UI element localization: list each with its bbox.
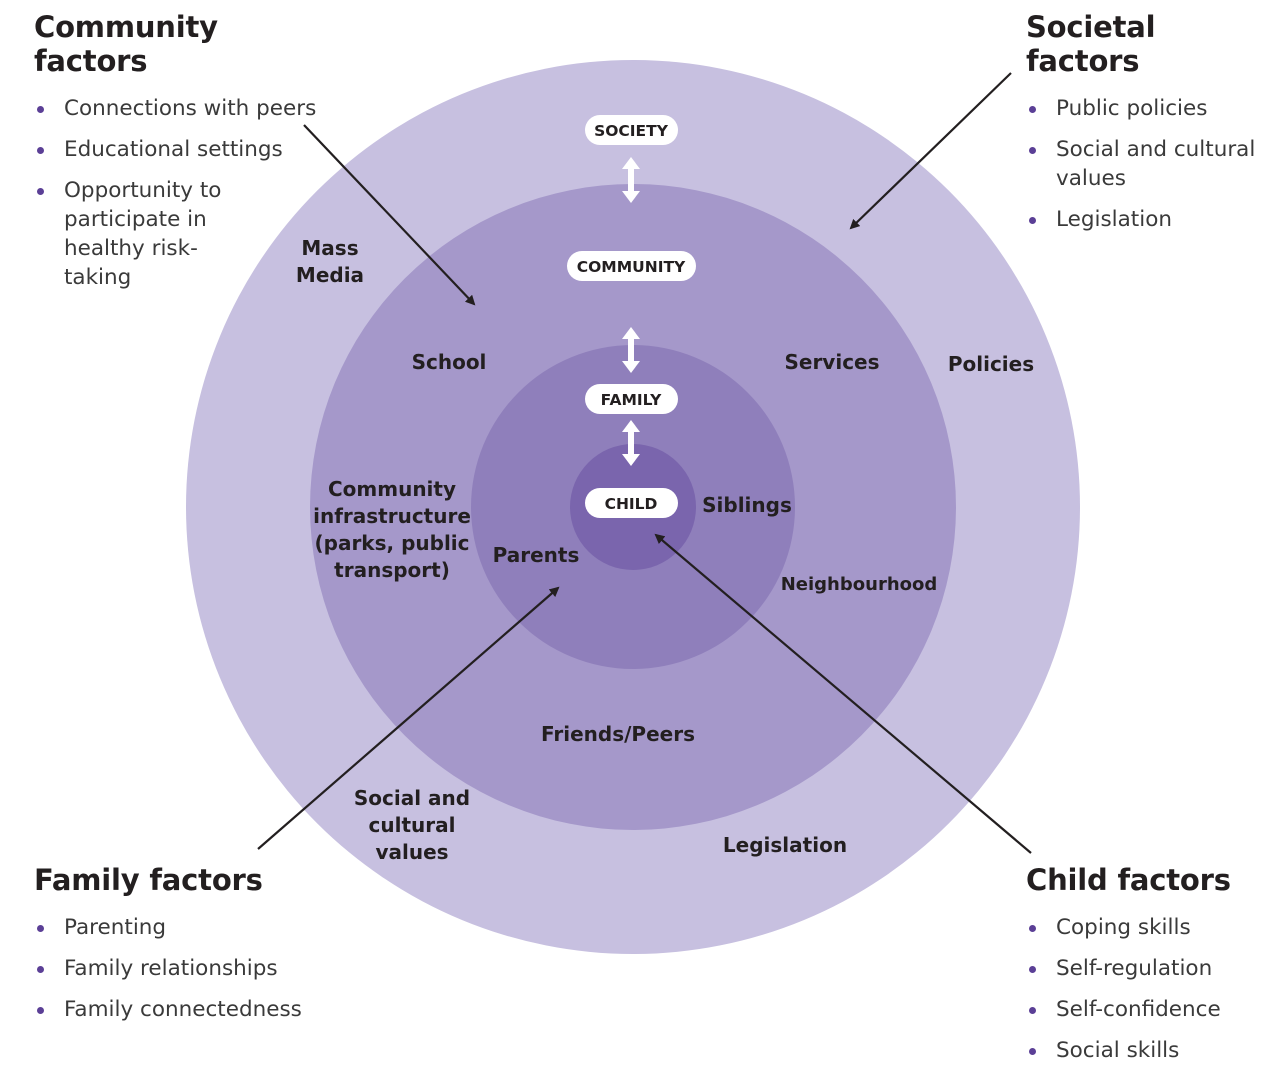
list-item: Connections with peers <box>34 94 334 123</box>
societal-factors-title: Societal factors <box>1026 10 1156 78</box>
list-item: Social and cultural values <box>1026 135 1266 193</box>
list-item: Public policies <box>1026 94 1276 123</box>
family-factors-title: Family factors <box>34 863 263 897</box>
label-social-cultural-values: Social and cultural values <box>354 786 470 864</box>
community-badge-label: COMMUNITY <box>577 258 686 276</box>
label-line: transport) <box>334 558 450 582</box>
society-badge: SOCIETY <box>585 115 678 145</box>
list-item: Opportunity to participate in healthy ri… <box>34 176 264 292</box>
child-factors-arrow <box>654 533 1032 854</box>
list-item: Self-regulation <box>1026 954 1276 983</box>
label-line: (parks, public <box>314 531 469 555</box>
family-factors-list: Parenting Family relationships Family co… <box>34 913 354 1024</box>
label-school: School <box>412 350 487 374</box>
community-factors-title: Community factors <box>34 10 218 78</box>
child-badge-label: CHILD <box>605 495 658 513</box>
societal-factors-arrow <box>849 72 1012 230</box>
label-line: Community <box>328 477 456 501</box>
double-arrow-icon <box>622 420 640 466</box>
family-factors-arrow <box>257 586 560 850</box>
label-line: Media <box>296 263 364 287</box>
list-item: Social skills <box>1026 1036 1276 1065</box>
community-badge: COMMUNITY <box>567 251 696 281</box>
label-services: Services <box>784 350 879 374</box>
double-arrow-icon <box>622 157 640 203</box>
list-item: Self-confidence <box>1026 995 1276 1024</box>
list-item: Family connectedness <box>34 995 354 1024</box>
family-badge: FAMILY <box>585 384 678 414</box>
label-neighbourhood: Neighbourhood <box>781 574 938 595</box>
label-siblings: Siblings <box>702 493 792 517</box>
societal-factors-panel: Societal factors Public policies Social … <box>1026 10 1276 234</box>
child-badge: CHILD <box>585 488 678 518</box>
label-community-infrastructure: Community infrastructure (parks, public tra… <box>313 477 471 582</box>
child-factors-panel: Child factors Coping skills Self-regulat… <box>1026 863 1276 1065</box>
list-item: Family relationships <box>34 954 354 983</box>
list-item: Legislation <box>1026 205 1276 234</box>
label-line: Mass <box>301 236 358 260</box>
societal-factors-list: Public policies Social and cultural valu… <box>1026 94 1276 234</box>
label-parents: Parents <box>493 543 580 567</box>
list-item: Coping skills <box>1026 913 1276 942</box>
list-item: Educational settings <box>34 135 334 164</box>
double-arrow-icon <box>622 327 640 373</box>
society-badge-label: SOCIETY <box>594 122 669 140</box>
community-factors-list: Connections with peers Educational setti… <box>34 94 334 292</box>
family-badge-label: FAMILY <box>601 391 662 409</box>
label-line: Social and <box>354 786 470 810</box>
child-factors-list: Coping skills Self-regulation Self-confi… <box>1026 913 1276 1065</box>
community-factors-arrow <box>303 124 476 306</box>
label-line: values <box>375 840 448 864</box>
label-policies: Policies <box>948 352 1034 376</box>
label-line: infrastructure <box>313 504 471 528</box>
label-legislation: Legislation <box>723 833 847 857</box>
list-item: Parenting <box>34 913 354 942</box>
family-factors-panel: Family factors Parenting Family relation… <box>34 863 354 1024</box>
label-friends-peers: Friends/Peers <box>541 722 695 746</box>
child-factors-title: Child factors <box>1026 863 1231 897</box>
community-factors-panel: Community factors Connections with peers… <box>34 10 334 292</box>
label-line: cultural <box>369 813 456 837</box>
